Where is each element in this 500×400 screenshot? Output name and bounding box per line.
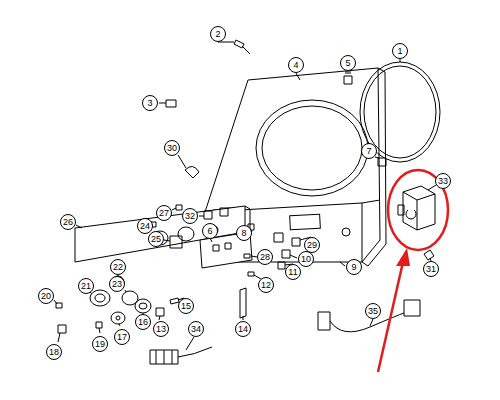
callout-number: 8 [236,225,252,241]
callout-number: 6 [202,223,218,239]
callout-number: 9 [346,259,362,275]
callout-number: 7 [361,143,377,159]
callout-number: 30 [164,140,180,156]
callout-number: 34 [188,321,204,337]
callout-number: 19 [92,336,108,352]
callout-number: 2 [210,26,226,42]
callout-number: 3 [142,95,158,111]
callout-number: 18 [46,344,62,360]
callout-number: 35 [365,303,381,319]
callout-number: 16 [135,314,151,330]
callout-number: 21 [78,278,94,294]
callout-number: 31 [423,261,439,277]
callout-number: 32 [182,208,198,224]
callout-number: 17 [114,329,130,345]
callout-number: 10 [298,251,314,267]
callout-number: 23 [109,276,125,292]
callout-number: 33 [435,173,451,189]
callout-number: 26 [60,214,76,230]
callout-number: 27 [156,205,172,221]
callout-number: 25 [148,231,164,247]
callout-number: 11 [285,264,301,280]
callout-number: 1 [392,43,408,59]
callout-number: 15 [178,298,194,314]
callout-number: 14 [235,321,251,337]
callout-number: 20 [38,288,54,304]
callout-number: 13 [153,321,169,337]
callout-number: 5 [340,55,356,71]
callout-number: 22 [110,259,126,275]
callout-number: 12 [258,277,274,293]
callout-number: 28 [257,249,273,265]
callout-number: 4 [288,57,304,73]
